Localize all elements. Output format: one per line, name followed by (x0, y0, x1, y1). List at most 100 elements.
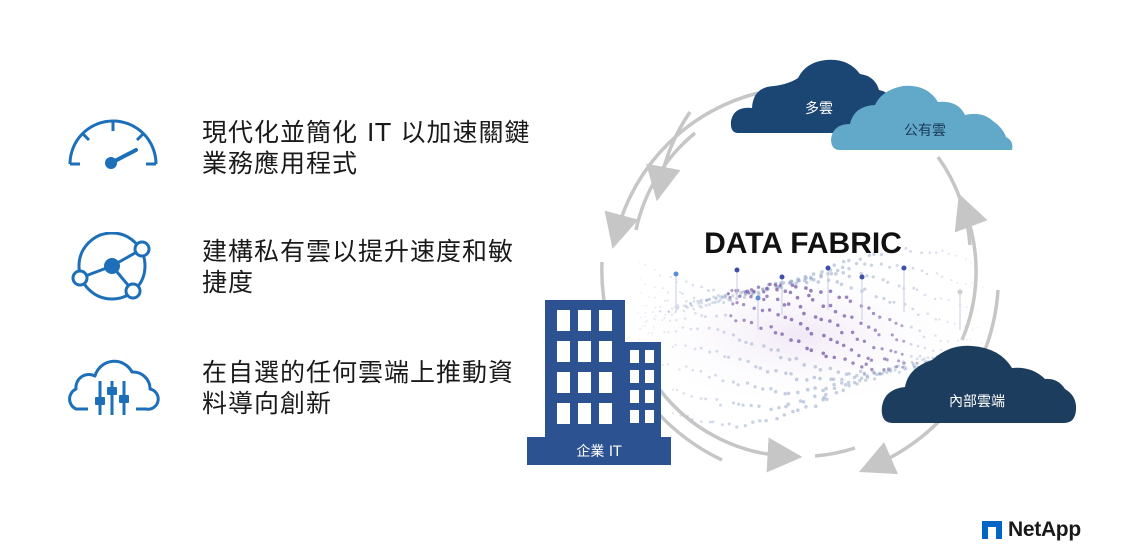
fabric-particle (704, 397, 708, 401)
fabric-particle (784, 404, 788, 409)
fabric-particle (757, 404, 761, 408)
enterprise-label: 企業 IT (576, 443, 622, 460)
fabric-particle (912, 286, 916, 290)
fabric-particle (790, 279, 794, 284)
fabric-node (957, 289, 963, 295)
data-fabric-title: DATA FABRIC (704, 227, 902, 260)
fabric-particle (790, 283, 795, 287)
fabric-particle (841, 259, 846, 264)
fabric-particle (726, 292, 730, 296)
fabric-particle (897, 284, 901, 288)
fabric-particle (805, 387, 810, 392)
fabric-particle (645, 304, 648, 307)
fabric-particle (938, 318, 941, 321)
fabric-particle (749, 295, 753, 299)
fabric-particle (786, 402, 791, 406)
fabric-node (755, 295, 761, 301)
fabric-particle (847, 372, 851, 376)
fabric-particle (739, 290, 743, 295)
fabric-particle (652, 325, 655, 328)
fabric-particle (893, 247, 898, 251)
fabric-particle (700, 301, 704, 305)
fabric-particle (824, 392, 828, 397)
fabric-particle (809, 331, 814, 336)
fabric-particle (900, 352, 904, 356)
fabric-particle (832, 382, 836, 387)
fabric-particle (837, 295, 841, 300)
fabric-particle (753, 385, 757, 389)
fabric-particle (902, 339, 906, 343)
fabric-particle (934, 251, 938, 254)
fabric-particle (946, 320, 949, 324)
fabric-particle (850, 330, 855, 335)
fabric-particle (721, 295, 725, 299)
fabric-particle (821, 304, 826, 309)
fabric-particle (705, 298, 709, 302)
fabric-particle (878, 372, 882, 376)
fabric-particle (708, 350, 712, 354)
fabric-particle (749, 403, 753, 408)
fabric-particle (829, 272, 834, 276)
fabric-particle (760, 387, 765, 391)
fabric-particle (716, 300, 720, 304)
fabric-particle (776, 348, 780, 352)
fabric-particle (744, 292, 748, 296)
fabric-particle (745, 381, 750, 385)
fabric-particle (934, 334, 937, 337)
fabric-particle (731, 333, 736, 337)
fabric-particle (741, 403, 745, 407)
fabric-particle (768, 282, 772, 287)
fabric-particle (911, 361, 915, 365)
feature-text: 建構私有雲以提升速度和敏捷度 (202, 237, 515, 297)
fabric-particle (842, 314, 847, 318)
fabric-particle (699, 346, 703, 350)
fabric-particle (747, 291, 751, 295)
fabric-particle (941, 249, 944, 252)
fabric-particle (746, 359, 750, 364)
building-window (578, 403, 591, 424)
fabric-particle (821, 351, 826, 356)
fabric-particle (791, 409, 795, 414)
fabric-particle (947, 340, 950, 343)
data-fabric-diagram: DATA FABRIC 多雲 公有雲 內部雲端 企業 IT (527, 59, 1077, 475)
fabric-node (859, 274, 865, 280)
fabric-particle (758, 366, 763, 370)
fabric-particle (981, 286, 984, 288)
fabric-particle (947, 252, 950, 255)
fabric-particle (901, 360, 905, 364)
fabric-particle (867, 325, 871, 329)
fabric-particle (720, 423, 724, 427)
fabric-particle (782, 303, 787, 307)
fabric-particle (737, 294, 742, 298)
fabric-particle (736, 383, 740, 387)
fabric-particle (965, 338, 968, 341)
fabric-particle (805, 346, 809, 351)
fabric-node (673, 271, 679, 277)
on-prem-cloud-shape (881, 345, 1077, 423)
fabric-particle (841, 271, 846, 275)
fabric-particle (641, 325, 643, 327)
fabric-particle (716, 293, 720, 297)
fabric-particle (775, 297, 780, 302)
building-window (578, 310, 591, 331)
fabric-particle (881, 278, 885, 282)
feature-data-innovation: 在自選的任何雲端上推動資料導向創新 (0, 353, 560, 443)
fabric-particle (641, 305, 644, 307)
fabric-particle (666, 291, 670, 294)
fabric-particle (835, 280, 839, 284)
fabric-particle (794, 285, 798, 289)
fabric-particle (893, 368, 897, 372)
fabric-particle (676, 307, 679, 311)
fabric-particle (774, 368, 778, 373)
fabric-particle (644, 283, 647, 286)
fabric-particle (670, 313, 674, 316)
fabric-particle (865, 374, 869, 378)
fabric-particle (685, 280, 688, 283)
fabric-particle (794, 377, 799, 382)
fabric-particle (698, 299, 702, 303)
fabric-particle (976, 326, 979, 329)
fabric-particle (857, 353, 861, 358)
fabric-particle (795, 295, 800, 300)
fabric-particle (935, 272, 939, 275)
fabric-particle (676, 306, 680, 309)
